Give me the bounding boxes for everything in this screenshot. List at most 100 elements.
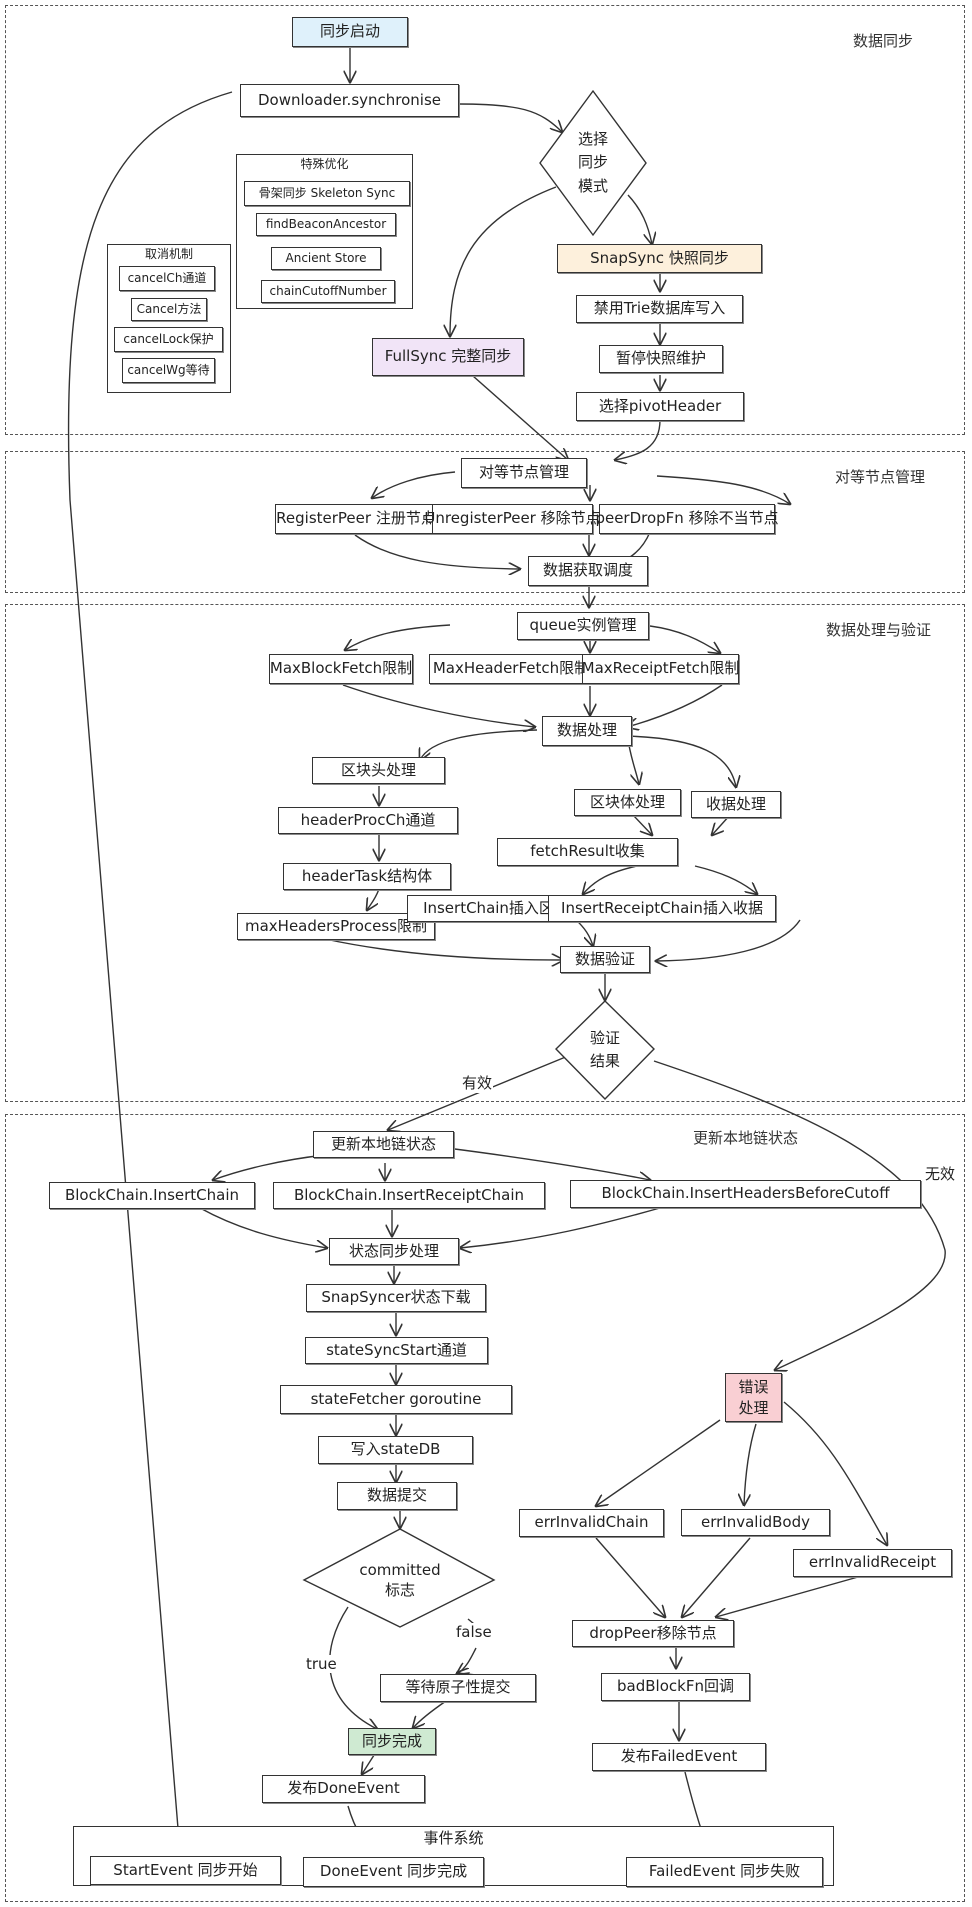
node-snap-syncer[interactable]: SnapSyncer状态下载 [306, 1284, 486, 1312]
region-label-update-state: 更新本地链状态 [693, 1129, 799, 1147]
node-sync-start[interactable]: 同步启动 [292, 17, 408, 47]
edge-pivot-peer [615, 419, 661, 460]
node-err-invalid-body[interactable]: errInvalidBody [681, 1509, 830, 1536]
node-data-commit[interactable]: 数据提交 [337, 1482, 457, 1510]
node-max-receipt-fetch[interactable]: MaxReceiptFetch限制 [582, 654, 739, 684]
node-peer-management[interactable]: 对等节点管理 [461, 458, 587, 488]
node-snapsync[interactable]: SnapSync 快照同步 [557, 244, 762, 273]
node-register-peer[interactable]: RegisterPeer 注册节点 [275, 504, 437, 534]
node-header-task[interactable]: headerTask结构体 [283, 863, 451, 890]
node-bc-insert-receipt-chain[interactable]: BlockChain.InsertReceiptChain [273, 1182, 545, 1209]
node-fetch-result[interactable]: fetchResult收集 [497, 838, 678, 866]
edge-insertchain-verify [574, 918, 593, 946]
node-bc-insert-headers-before-cutoff[interactable]: BlockChain.InsertHeadersBeforeCutoff [570, 1180, 921, 1208]
node-header-processing[interactable]: 区块头处理 [312, 757, 445, 784]
decision-verify-result [555, 1000, 655, 1101]
edge-false-wait [457, 1647, 477, 1674]
region-data-proc [5, 604, 965, 1102]
node-write-statedb[interactable]: 写入stateDB [318, 1436, 473, 1464]
node-state-sync-start[interactable]: stateSyncStart通道 [305, 1337, 488, 1364]
edge-fetchresult-insertreceipt [694, 865, 757, 894]
node-peer-drop-fn[interactable]: peerDropFn 移除不当节点 [595, 504, 779, 534]
node-wait-atomic-commit[interactable]: 等待原子性提交 [380, 1674, 536, 1702]
node-pause-snapshot[interactable]: 暂停快照维护 [599, 345, 723, 373]
edge-bcinsert-statesync [199, 1207, 327, 1248]
edge-label-false: false [455, 1623, 493, 1641]
node-unregister-peer[interactable]: UnregisterPeer 移除节点 [424, 504, 601, 534]
node-insert-receipt-chain[interactable]: InsertReceiptChain插入收据 [548, 895, 776, 922]
edge-process-receipt [624, 735, 736, 787]
node-disable-trie[interactable]: 禁用Trie数据库写入 [576, 295, 743, 323]
node-downloader-synchronise[interactable]: Downloader.synchronise [240, 84, 459, 117]
node-sync-done[interactable]: 同步完成 [348, 1728, 436, 1755]
edge-label-valid: 有效 [461, 1072, 494, 1093]
edge-downloader-startevent [67, 91, 233, 1853]
node-cancel-method[interactable]: Cancel方法 [131, 298, 207, 321]
node-cancel-wg[interactable]: cancelWg等待 [122, 358, 215, 383]
edge-peer-peerdrop [656, 475, 790, 504]
node-skeleton-sync[interactable]: 骨架同步 Skeleton Sync [244, 181, 410, 206]
edge-register-fetch [354, 534, 520, 569]
node-bc-insert-chain[interactable]: BlockChain.InsertChain [49, 1182, 255, 1209]
node-publish-done-event[interactable]: 发布DoneEvent [262, 1775, 425, 1803]
group-title-event-system: 事件系统 [423, 1829, 484, 1847]
region-label-data-sync: 数据同步 [853, 32, 914, 50]
node-done-event[interactable]: DoneEvent 同步完成 [303, 1857, 484, 1887]
node-data-processing[interactable]: 数据处理 [542, 716, 632, 746]
node-state-fetcher[interactable]: stateFetcher goroutine [280, 1385, 512, 1414]
committed-text: committed 标志 [359, 1560, 441, 1599]
edge-error-errbody [744, 1423, 757, 1505]
node-drop-peer[interactable]: dropPeer移除节点 [572, 1620, 734, 1647]
decision-committed [302, 1528, 496, 1628]
edge-task-maxhp [367, 888, 380, 910]
node-find-beacon-ancestor[interactable]: findBeaconAncestor [256, 213, 396, 236]
node-bad-block-fn[interactable]: badBlockFn回调 [601, 1673, 750, 1701]
edge-peer-register [372, 471, 456, 498]
node-header-proc-ch[interactable]: headerProcCh通道 [278, 807, 458, 834]
region-update-state [5, 1114, 965, 1902]
node-state-sync-processing[interactable]: 状态同步处理 [329, 1238, 459, 1265]
edge-update-bcinsert [213, 1154, 326, 1180]
node-ancient-store[interactable]: Ancient Store [271, 247, 381, 270]
node-publish-failed-event[interactable]: 发布FailedEvent [592, 1743, 766, 1771]
edge-result-update [388, 1055, 569, 1130]
edge-choose-fullsync [450, 186, 557, 336]
node-failed-event[interactable]: FailedEvent 同步失败 [626, 1857, 823, 1887]
node-body-processing[interactable]: 区块体处理 [574, 789, 681, 816]
node-error-handling[interactable]: 错误 处理 [725, 1373, 782, 1422]
node-queue-instance[interactable]: queue实例管理 [517, 612, 649, 640]
node-max-header-fetch[interactable]: MaxHeaderFetch限制 [429, 654, 593, 684]
node-err-invalid-chain[interactable]: errInvalidChain [519, 1509, 664, 1537]
edge-downloader-choose [457, 103, 562, 132]
node-data-verify[interactable]: 数据验证 [560, 946, 650, 973]
edge-result-error [653, 1060, 946, 1370]
node-max-block-fetch[interactable]: MaxBlockFetch限制 [269, 654, 413, 684]
edge-choose-snapsync [627, 194, 652, 244]
node-chain-cutoff-number[interactable]: chainCutoffNumber [261, 280, 395, 303]
node-fetch-schedule[interactable]: 数据获取调度 [528, 556, 648, 586]
edge-maxhp-verify [324, 938, 563, 960]
edge-receipt-fetchresult [712, 814, 731, 835]
edge-errreceipt-drop [716, 1576, 859, 1617]
node-cancel-ch[interactable]: cancelCh通道 [119, 266, 215, 291]
edge-error-errreceipt [783, 1401, 887, 1545]
edge-process-headerproc [420, 729, 538, 760]
region-peer-mgmt [5, 451, 965, 593]
node-receipt-processing[interactable]: 收据处理 [691, 791, 781, 818]
edge-wait-done [413, 1700, 447, 1728]
node-cancel-lock[interactable]: cancelLock保护 [114, 327, 223, 352]
verify-result-text: 验证 结果 [589, 1028, 620, 1070]
node-err-invalid-receipt[interactable]: errInvalidReceipt [793, 1549, 952, 1577]
edge-done-publish [362, 1751, 377, 1774]
node-pivot-header[interactable]: 选择pivotHeader [576, 392, 744, 421]
decision-choose-mode [539, 89, 647, 237]
region-data-sync [5, 5, 965, 435]
edge-body-fetchresult [632, 814, 652, 835]
edge-bcheaders-statesync [460, 1205, 668, 1248]
edge-maxblock-process [342, 684, 535, 727]
node-update-local-chain[interactable]: 更新本地链状态 [313, 1131, 454, 1158]
node-fullsync[interactable]: FullSync 完整同步 [372, 338, 524, 376]
node-start-event[interactable]: StartEvent 同步开始 [90, 1856, 281, 1885]
node-max-headers-process[interactable]: maxHeadersProcess限制 [237, 913, 435, 940]
